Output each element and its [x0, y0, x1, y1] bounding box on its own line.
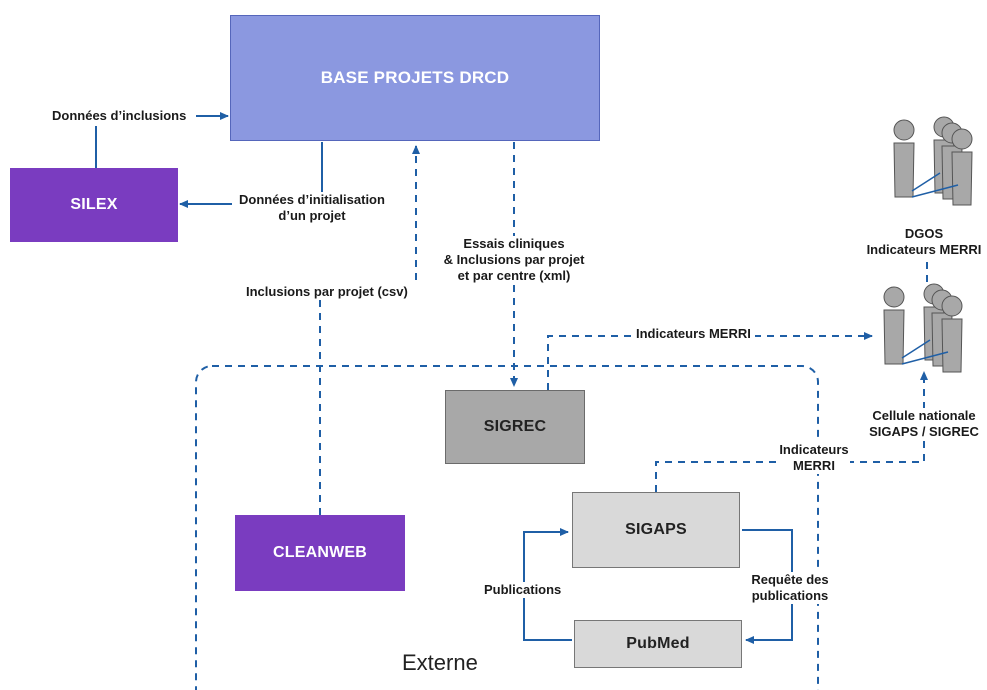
people-icon [883, 283, 963, 373]
initialisation-line1: Données d’initialisation [239, 192, 385, 207]
externe-label: Externe [402, 650, 478, 675]
sigrec-box: SIGREC [445, 390, 585, 464]
dgos-line2: Indicateurs MERRI [866, 242, 982, 257]
externe-region [195, 365, 819, 690]
cellule-nationale-label: Cellule nationale SIGAPS / SIGREC [862, 408, 986, 440]
essais-cliniques-label: Essais cliniques & Inclusions par projet… [440, 236, 588, 284]
donnees-inclusions-label: Données d’inclusions [52, 108, 187, 124]
cleanweb-box: CLEANWEB [235, 515, 405, 591]
dgos-label: DGOS Indicateurs MERRI [862, 226, 986, 258]
indicateurs-line1: Indicateurs [779, 442, 849, 457]
essais-line2: & Inclusions par projet [443, 252, 585, 267]
inclusions-csv-label: Inclusions par projet (csv) [246, 284, 408, 300]
pubmed-label: PubMed [626, 635, 690, 652]
publications-label: Publications [482, 582, 564, 598]
sigaps-label: SIGAPS [625, 521, 687, 538]
arrow-sigrec-merri [547, 332, 873, 390]
sigrec-label: SIGREC [483, 418, 547, 435]
base-projets-drcd-label: BASE PROJETS DRCD [320, 68, 510, 87]
indicateurs-merri-top-label: Indicateurs MERRI [632, 326, 755, 342]
cleanweb-label: CLEANWEB [272, 544, 368, 561]
requete-line1: Requête des [751, 572, 829, 587]
pubmed-box: PubMed [574, 620, 742, 668]
initialisation-line2: d’un projet [278, 208, 346, 223]
indicateurs-merri-label: Indicateurs MERRI [778, 442, 850, 474]
indicateurs-line2: MERRI [793, 458, 835, 473]
initialisation-label: Données d’initialisation d’un projet [232, 192, 392, 224]
requete-line2: publications [751, 588, 829, 603]
silex-label: SILEX [70, 196, 118, 213]
dgos-line1: DGOS [904, 226, 944, 241]
people-icon [893, 116, 973, 206]
sigaps-box: SIGAPS [572, 492, 740, 568]
cellule-line1: Cellule nationale [872, 408, 976, 423]
requete-label: Requête des publications [744, 572, 836, 604]
silex-box: SILEX [10, 168, 178, 242]
essais-line1: Essais cliniques [463, 236, 565, 251]
cellule-line2: SIGAPS / SIGREC [869, 424, 979, 439]
base-projets-drcd-box: BASE PROJETS DRCD [230, 15, 600, 141]
essais-line3: et par centre (xml) [457, 268, 571, 283]
